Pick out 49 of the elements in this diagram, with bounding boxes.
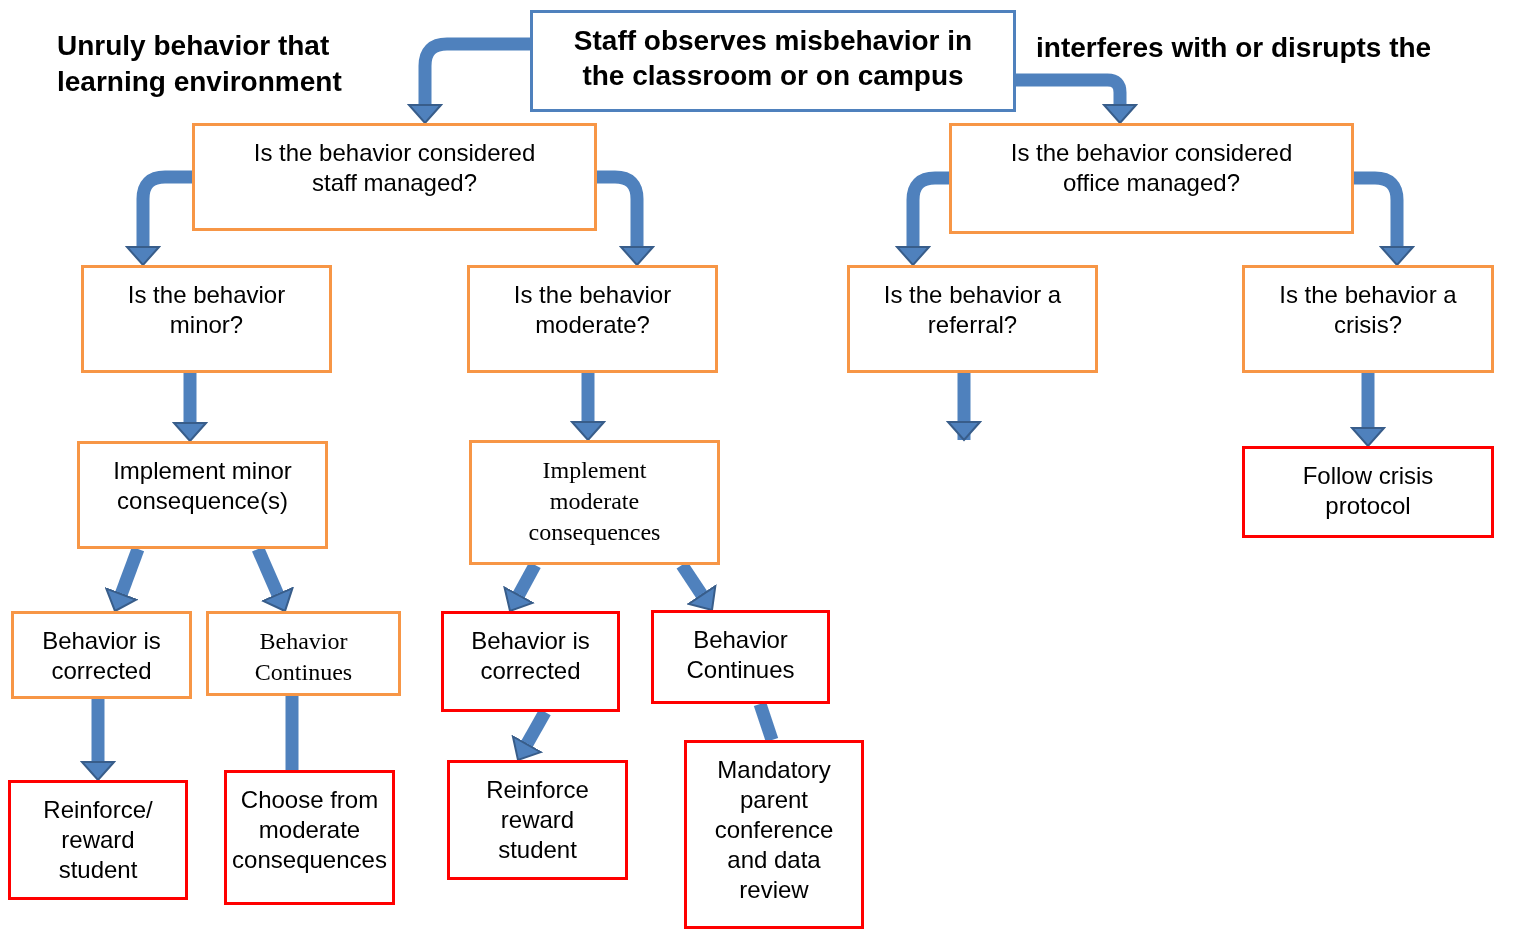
block-arrow	[571, 373, 605, 441]
process-box	[530, 10, 1016, 112]
box-text: Implement moderate consequences	[527, 456, 662, 548]
process-box	[651, 610, 830, 704]
box-text: Choose from moderate consequences	[232, 785, 387, 875]
box-text: Follow crisis protocol	[1301, 461, 1435, 521]
box-text: Mandatory parent conference and data review	[713, 755, 835, 905]
box-text: Behavior Continues	[685, 625, 796, 685]
box-text: Is the behavior a referral?	[882, 280, 1063, 340]
block-arrow	[173, 373, 207, 442]
process-box	[192, 123, 597, 231]
box-text: Behavior Continues	[253, 627, 354, 688]
process-box	[847, 265, 1098, 373]
block-arrow	[1351, 373, 1385, 447]
heading-text: learning environment	[57, 66, 342, 98]
box-text: Is the behavior moderate?	[512, 280, 673, 340]
block-arrow	[947, 373, 981, 441]
process-box	[224, 770, 395, 905]
process-box	[77, 441, 328, 549]
box-text: Reinforce reward student	[485, 775, 590, 865]
box-text: Is the behavior considered office managed?	[1009, 138, 1294, 198]
process-box	[1242, 265, 1494, 373]
box-text: Is the behavior considered staff managed?	[252, 138, 537, 198]
box-text: Is the behavior minor?	[126, 280, 287, 340]
block-arrow	[81, 699, 115, 781]
block-arrow	[1354, 171, 1414, 266]
block-arrow	[1016, 73, 1137, 124]
process-box	[684, 740, 864, 929]
box-text: Staff observes misbehavior in the classroom or on campus	[572, 24, 974, 93]
process-box	[81, 265, 332, 373]
process-box	[206, 611, 401, 696]
process-box	[447, 760, 628, 880]
box-text: Behavior is corrected	[470, 626, 591, 686]
process-box	[11, 611, 192, 699]
box-text: Reinforce/ reward student	[42, 795, 154, 885]
process-box	[8, 780, 188, 900]
heading-text: interferes with or disrupts the	[1036, 32, 1432, 64]
block-arrow	[896, 171, 949, 266]
process-box	[467, 265, 718, 373]
process-box	[441, 611, 620, 712]
process-box	[949, 123, 1354, 234]
process-box	[1242, 446, 1494, 538]
box-text: Is the behavior a crisis?	[1278, 280, 1458, 340]
block-arrow	[597, 170, 654, 266]
heading-text: Unruly behavior that	[57, 30, 330, 62]
process-box	[469, 440, 720, 565]
box-text: Implement minor consequence(s)	[112, 456, 293, 516]
box-text: Behavior is corrected	[41, 626, 162, 686]
block-arrow	[408, 37, 530, 124]
